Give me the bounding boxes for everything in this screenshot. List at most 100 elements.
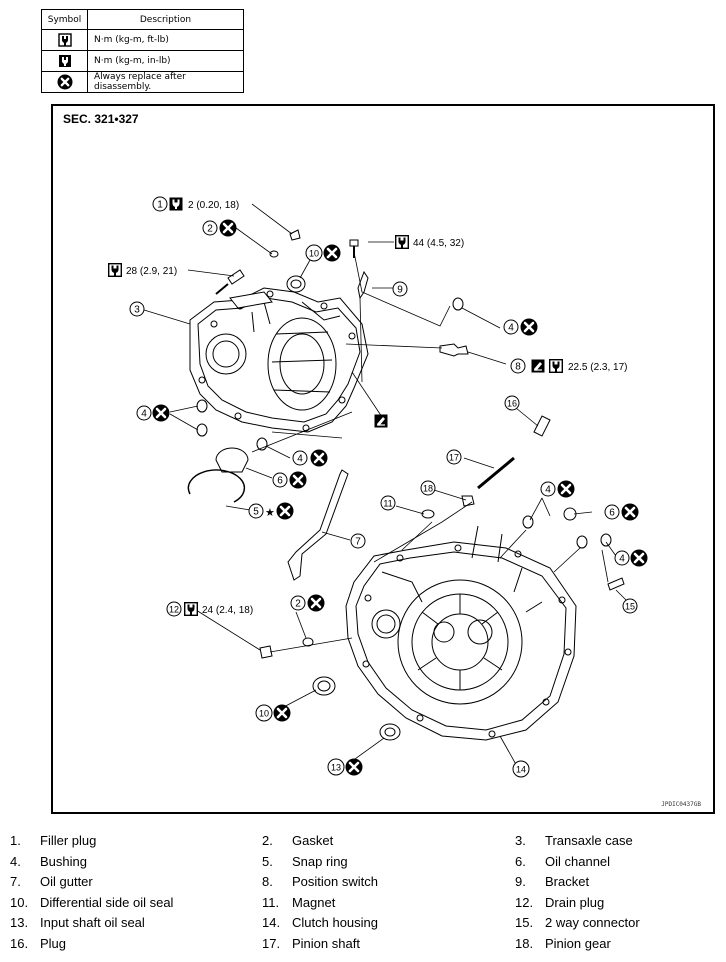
- part-name: Snap ring: [292, 853, 348, 869]
- part-number: 6.: [515, 853, 526, 869]
- part-number: 1.: [10, 833, 21, 848]
- torque-spec: 24 (2.4, 18): [202, 605, 253, 616]
- part-number: 13.: [10, 915, 29, 930]
- part-number: 14.: [262, 915, 281, 930]
- callout-number: 4: [508, 323, 514, 334]
- callout-number: 18: [423, 484, 433, 494]
- part-name: Differential side oil seal: [40, 894, 174, 910]
- part-name: Transaxle case: [545, 833, 633, 848]
- callout-number: 2: [207, 224, 213, 235]
- part-number: 10.: [10, 894, 29, 910]
- part-number: 16.: [10, 935, 29, 951]
- sealant-icon: [531, 359, 545, 373]
- torque-wrench-icon: [57, 33, 72, 47]
- callout-number: 5: [253, 507, 259, 518]
- callout-number: 6: [277, 476, 283, 487]
- part-name: Oil channel: [545, 853, 611, 869]
- legend-row: Always replace after disassembly.: [41, 71, 244, 93]
- always-replace-icon: [276, 502, 294, 520]
- callout-number: 10: [309, 249, 319, 259]
- legend-header-description: Description: [87, 9, 244, 30]
- part-name: Position switch: [292, 874, 378, 889]
- callout-number: 7: [355, 537, 361, 548]
- part-number: 17.: [262, 935, 281, 951]
- exploded-view-figure: SEC. 321•327: [51, 104, 715, 814]
- always-replace-icon: [557, 480, 575, 498]
- part-number: 18.: [515, 935, 534, 951]
- callout-number: 4: [141, 409, 147, 420]
- part-number: 9.: [515, 874, 526, 889]
- figure-code: JPDIC0437GB: [661, 801, 701, 808]
- legend-row: N·m (kg-m, ft-lb): [41, 29, 244, 51]
- legend-header-row: Symbol Description: [41, 9, 244, 30]
- callouts: 1 2 (0.20, 18) 2 28 (2.9, 21) 10 44 (4.5…: [108, 196, 648, 778]
- torque-wrench-icon: [549, 359, 563, 373]
- transaxle-case-drawing: [189, 287, 369, 433]
- callout-number: 4: [297, 454, 303, 465]
- part-number: 5.: [262, 853, 273, 869]
- part-number: 8.: [262, 874, 273, 889]
- always-replace-icon: [323, 244, 341, 262]
- callout-number: 10: [259, 709, 269, 719]
- callout-number: 14: [516, 765, 526, 775]
- part-number: 2.: [262, 833, 273, 848]
- part-number: 12.: [515, 894, 534, 910]
- leader-lines: [143, 203, 629, 769]
- torque-spec: 28 (2.9, 21): [126, 266, 177, 277]
- legend-row: N·m (kg-m, in-lb): [41, 50, 244, 72]
- always-replace-icon: [345, 758, 363, 776]
- part-name: Pinion gear: [545, 935, 611, 951]
- legend-description: N·m (kg-m, in-lb): [87, 50, 244, 72]
- callout-number: 8: [515, 362, 521, 373]
- legend-description: Always replace after disassembly.: [87, 71, 244, 93]
- sealant-icon: [374, 414, 388, 428]
- torque-wrench-icon: [184, 602, 198, 616]
- always-replace-icon: [621, 503, 639, 521]
- torque-wrench-inlb-icon: [58, 55, 71, 67]
- callout-number: 6: [609, 508, 615, 519]
- always-replace-icon: [307, 594, 325, 612]
- part-name: Plug: [40, 935, 67, 951]
- torque-spec: 22.5 (2.3, 17): [568, 362, 627, 373]
- callout-number: 15: [625, 602, 635, 612]
- part-name: Clutch housing: [292, 915, 378, 930]
- part-name: Oil gutter: [40, 874, 93, 889]
- clutch-housing-drawing: [345, 525, 577, 741]
- always-replace-icon: [310, 449, 328, 467]
- part-name: 2 way connector: [545, 915, 640, 930]
- torque-wrench-icon: [395, 235, 409, 249]
- part-name: Bushing: [40, 853, 87, 869]
- part-name: Input shaft oil seal: [40, 915, 145, 930]
- part-name: Magnet: [292, 894, 336, 910]
- callout-number: 4: [619, 554, 625, 565]
- callout-number: 11: [383, 499, 392, 509]
- always-replace-icon: [289, 471, 307, 489]
- transaxle-exploded-diagram: 1 2 (0.20, 18) 2 28 (2.9, 21) 10 44 (4.5…: [108, 196, 648, 778]
- part-number: 4.: [10, 853, 21, 869]
- part-name: Filler plug: [40, 833, 97, 848]
- torque-wrench-icon: [108, 263, 122, 277]
- legend-header-symbol: Symbol: [41, 9, 88, 30]
- callout-number: 2: [295, 599, 301, 610]
- callout-number: 17: [449, 453, 459, 463]
- always-replace-icon: [520, 318, 538, 336]
- part-name: Bracket: [545, 874, 590, 889]
- always-replace-icon: [219, 219, 237, 237]
- part-number: 3.: [515, 833, 526, 848]
- symbol-legend-table: Symbol Description N·m (kg-m, ft-lb) N·m…: [41, 9, 244, 93]
- part-number: 11.: [262, 894, 280, 910]
- torque-spec: 44 (4.5, 32): [413, 238, 464, 249]
- star-mark: ★: [265, 507, 275, 519]
- callout-number: 1: [157, 200, 163, 211]
- callout-number: 9: [397, 285, 403, 296]
- always-replace-icon: [57, 74, 72, 90]
- callout-number: 12: [169, 605, 179, 615]
- callout-number: 3: [134, 305, 140, 316]
- callout-number: 4: [545, 485, 551, 496]
- torque-wrench-inlb-icon: [169, 197, 183, 211]
- always-replace-icon: [273, 704, 291, 722]
- always-replace-icon: [152, 404, 170, 422]
- small-parts-drawing: [187, 229, 625, 741]
- part-name: Gasket: [292, 833, 334, 848]
- always-replace-icon: [630, 549, 648, 567]
